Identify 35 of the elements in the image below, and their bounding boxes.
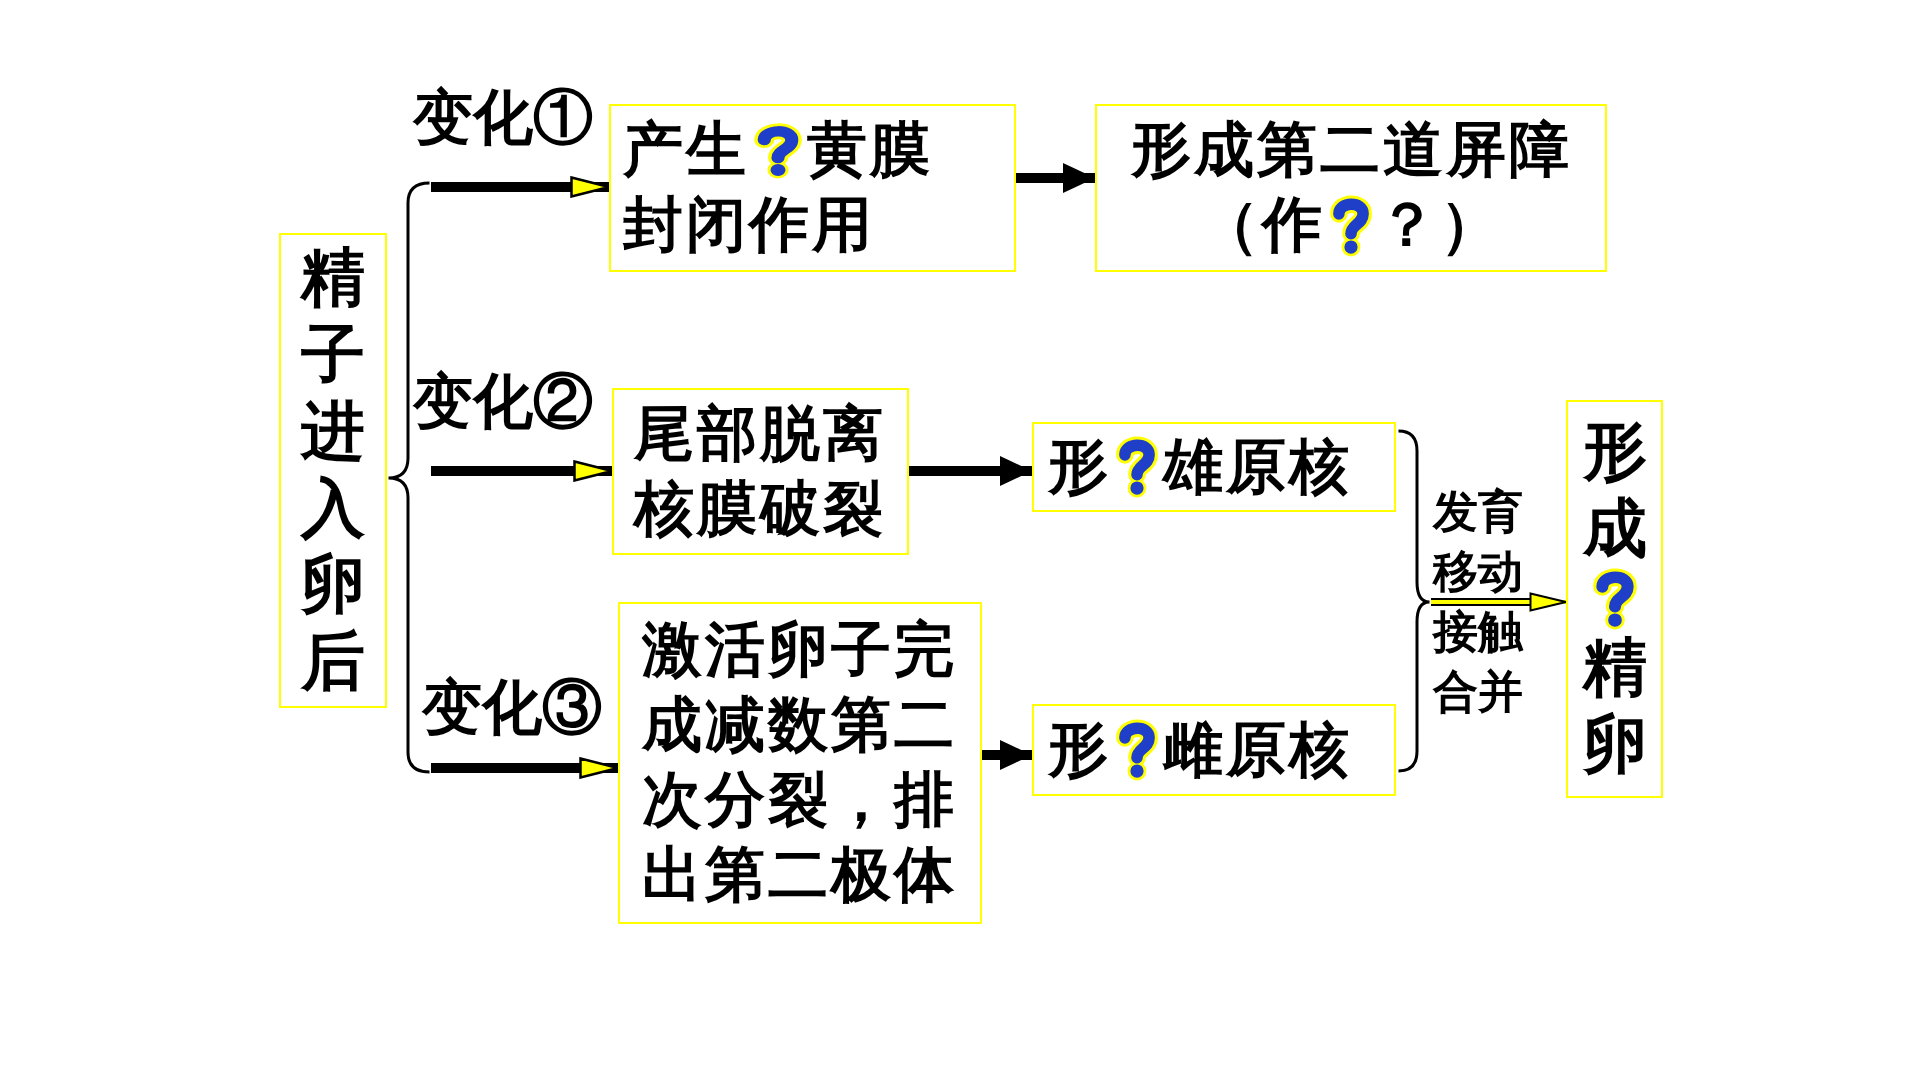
step-text: 黄膜 xyxy=(807,116,933,185)
step-text: 激活卵子完成减数第二次分裂，排出第二极体 xyxy=(641,616,958,910)
step-text: ？） xyxy=(1377,191,1503,260)
arrow xyxy=(982,740,1032,770)
process-box xyxy=(1032,422,1396,512)
step-text: 雌原核 xyxy=(1163,715,1352,785)
step-text: 产生 xyxy=(623,116,749,185)
step-text: 形 xyxy=(1048,432,1111,502)
step-text: 雄原核 xyxy=(1163,432,1352,502)
vertical-text: 精子进入卵后 xyxy=(301,241,365,700)
process-box xyxy=(609,104,1016,272)
process-box xyxy=(618,602,982,924)
process-box xyxy=(612,388,909,555)
arrow xyxy=(1431,592,1567,612)
edge-label: 变化② xyxy=(413,370,593,434)
process-box xyxy=(1566,400,1663,798)
step-text: 形 xyxy=(1048,715,1111,785)
process-box xyxy=(1095,104,1607,272)
edge-label: 变化① xyxy=(413,86,593,150)
process-box xyxy=(1032,704,1396,796)
process-box xyxy=(279,233,387,708)
step-text: 封闭作用 xyxy=(623,191,875,260)
arrow xyxy=(431,176,611,198)
curly-brace xyxy=(1397,429,1431,773)
step-text: （作 xyxy=(1199,191,1325,260)
arrow xyxy=(909,456,1032,486)
arrow xyxy=(431,757,620,779)
vertical-text: 形成 xyxy=(1582,415,1647,567)
vertical-text: 精卵 xyxy=(1582,631,1647,782)
edge-label: 发育移动接触合并 xyxy=(1433,486,1525,719)
arrow xyxy=(1016,163,1095,193)
step-text: 形成第二道屏障 xyxy=(1130,116,1572,185)
arrow xyxy=(431,460,614,482)
step-text: 尾部脱离核膜破裂 xyxy=(633,399,887,544)
edge-label: 变化③ xyxy=(422,676,602,740)
